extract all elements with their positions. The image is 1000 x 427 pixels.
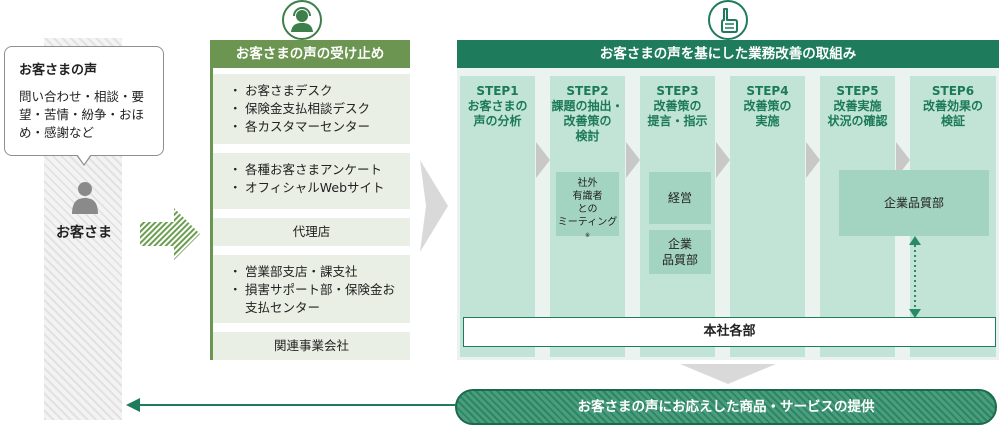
box-line: 有識者 xyxy=(572,191,603,202)
chevron-right-icon xyxy=(420,160,448,252)
step-line: 声の分析 xyxy=(473,114,522,128)
bubble-line: 問い合わせ・相談・要 xyxy=(19,89,145,104)
list-item: 営業部支店・課支社 xyxy=(229,263,410,281)
step-2-title: STEP2 課題の抽出・ 改善策の 検討 xyxy=(550,84,625,144)
box-line: との xyxy=(577,204,598,215)
step-id: STEP1 xyxy=(476,84,519,98)
reception-group-branches: 営業部支店・課支社 損害サポート部・保険金お 支払センター xyxy=(213,255,410,323)
bubble-body: 問い合わせ・相談・要 望・苦情・紛争・おほ め・感謝など xyxy=(19,88,153,142)
flow-arrow-right-icon xyxy=(140,208,200,260)
step-line: 改善策の xyxy=(653,99,702,113)
quality-dept-box: 企業品質部 xyxy=(839,170,989,236)
chevron-right-icon xyxy=(626,142,640,178)
box-line: 企業 xyxy=(667,237,692,251)
chevron-right-icon xyxy=(896,142,910,178)
step-5-title: STEP5 改善実施 状況の確認 xyxy=(820,84,895,129)
quality-dept-box-step3: 企業 品質部 xyxy=(649,230,711,274)
step-column xyxy=(460,76,535,357)
footnote-mark: ※ xyxy=(584,232,591,239)
step-line: 実施 xyxy=(755,114,780,128)
chevron-right-icon xyxy=(716,142,730,178)
step-line: 検証 xyxy=(940,114,965,128)
step-id: STEP3 xyxy=(656,84,699,98)
bubble-line: め・感謝など xyxy=(19,125,95,140)
person-icon xyxy=(72,182,98,214)
reception-affiliates: 関連事業会社 xyxy=(213,332,410,360)
box-line: 品質部 xyxy=(661,253,698,267)
list-item: 保険金支払相談デスク xyxy=(229,100,410,118)
box-line: 社外 xyxy=(577,178,598,189)
step-1-title: STEP1 お客さまの 声の分析 xyxy=(460,84,535,129)
management-box: 経営 xyxy=(649,172,711,224)
step-line: 状況の確認 xyxy=(827,114,888,128)
return-arrow-line xyxy=(140,404,456,406)
step-line: 改善策の xyxy=(563,114,612,128)
list-item: 各カスタマーセンター xyxy=(229,118,410,136)
headset-operator-icon xyxy=(282,0,322,40)
bubble-title: お客さまの声 xyxy=(19,63,98,78)
step-line: 検討 xyxy=(575,129,600,143)
box-line: ミーティング ※ xyxy=(556,216,619,245)
chevron-right-icon xyxy=(536,142,550,178)
external-experts-meeting-box: 社外 有識者 との ミーティング ※ xyxy=(556,172,619,239)
reception-group-online: 各種お客さまアンケート オフィシャルWebサイト xyxy=(213,153,410,209)
list-item: お客さまデスク xyxy=(229,82,410,100)
chevron-right-icon xyxy=(806,142,820,178)
step-6-title: STEP6 改善効果の 検証 xyxy=(910,84,996,129)
step-line: 改善効果の xyxy=(922,99,983,113)
reception-header: お客さまの声の受け止め xyxy=(210,40,410,68)
step-column xyxy=(730,76,805,357)
reception-group-desks: お客さまデスク 保険金支払相談デスク 各カスタマーセンター xyxy=(213,74,410,144)
step-id: STEP2 xyxy=(566,84,609,98)
list-item: 損害サポート部・保険金お xyxy=(229,281,410,299)
arrow-left-icon xyxy=(126,398,140,412)
list-item: オフィシャルWebサイト xyxy=(229,179,410,197)
bubble-line: 望・苦情・紛争・おほ xyxy=(19,107,145,122)
step-id: STEP4 xyxy=(746,84,789,98)
list-item: 各種お客さまアンケート xyxy=(229,161,410,179)
step-line: 課題の抽出・ xyxy=(551,99,624,113)
step-line: 提言・指示 xyxy=(647,114,708,128)
step-line: 改善実施 xyxy=(833,99,882,113)
customer-voice-bubble: お客さまの声 問い合わせ・相談・要 望・苦情・紛争・おほ め・感謝など xyxy=(4,46,164,156)
customer-label: お客さま xyxy=(56,225,112,241)
reception-agency: 代理店 xyxy=(213,218,410,246)
step-line: お客さまの xyxy=(467,99,528,113)
step-4-title: STEP4 改善策の 実施 xyxy=(730,84,805,129)
bidirectional-arrow-icon xyxy=(909,236,921,318)
list-item-continued: 支払センター xyxy=(245,300,321,315)
chevron-down-icon xyxy=(680,364,776,384)
step-line: 改善策の xyxy=(743,99,792,113)
head-office-departments: 本社各部 xyxy=(463,317,996,347)
improvement-header: お客さまの声を基にした業務改善の取組み xyxy=(457,40,999,68)
box-line-text: ミーティング xyxy=(557,217,618,228)
step-3-title: STEP3 改善策の 提言・指示 xyxy=(640,84,715,129)
step-id: STEP6 xyxy=(931,84,975,98)
thumbs-up-hand-icon xyxy=(708,0,748,40)
step-id: STEP5 xyxy=(836,84,879,98)
bubble-tail-fill xyxy=(77,154,91,164)
product-service-provision-banner: お客さまの声にお応えした商品・サービスの提供 xyxy=(455,389,997,425)
